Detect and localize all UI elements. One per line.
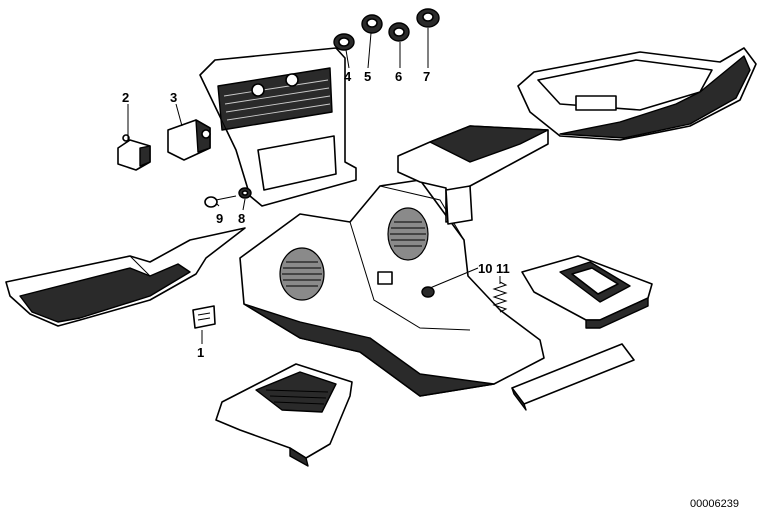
knob-part-5 <box>361 14 383 34</box>
grommet-part-6 <box>388 22 410 42</box>
part-label-9: 9 <box>216 211 223 226</box>
top-right-tray <box>517 47 757 141</box>
part-label-11: 11 <box>496 261 510 276</box>
diagram-code: 00006239 <box>690 498 739 510</box>
spring-part-11 <box>492 281 508 313</box>
part-label-5: 5 <box>364 69 371 84</box>
leader-lines <box>127 28 501 344</box>
screw-part-9 <box>204 195 237 208</box>
front-shifter-cover <box>215 363 353 467</box>
part-label-3: 3 <box>170 90 177 105</box>
knob-part-7 <box>416 8 440 28</box>
part-label-1: 1 <box>197 345 204 360</box>
part-label-8: 8 <box>238 211 245 226</box>
switch-part-2 <box>117 134 151 171</box>
shift-surround <box>521 255 653 329</box>
switch-part-3 <box>167 119 211 161</box>
rear-console-bracket <box>397 125 549 225</box>
center-console-body <box>239 179 545 397</box>
left-side-trim <box>5 227 246 327</box>
grommet-part-4 <box>333 33 355 51</box>
trim-strip <box>511 343 635 411</box>
part-label-10: 10 <box>478 261 492 276</box>
center-dash-panel <box>199 47 357 207</box>
screw-part-10 <box>421 286 435 298</box>
part-label-4: 4 <box>344 69 352 84</box>
part-label-7: 7 <box>423 69 430 84</box>
washer-part-8 <box>238 187 252 199</box>
part-label-2: 2 <box>122 90 129 105</box>
label-plate-part-1 <box>192 305 216 329</box>
part-label-6: 6 <box>395 69 402 84</box>
